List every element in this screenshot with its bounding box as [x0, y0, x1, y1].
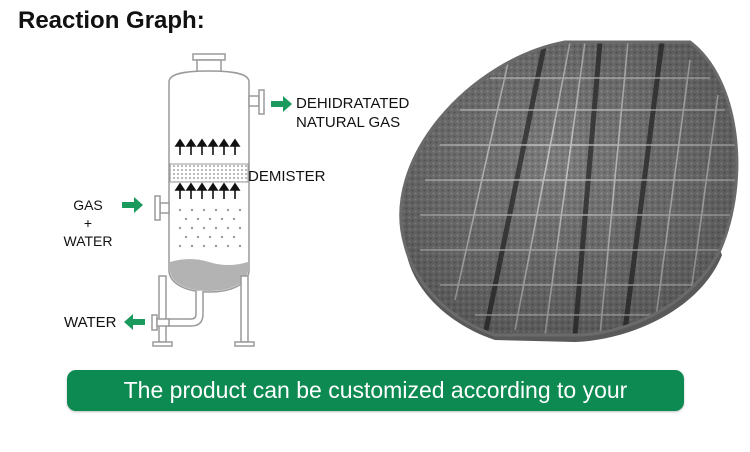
drain-label: WATER — [64, 314, 117, 331]
right-arrow-icon — [122, 197, 143, 213]
liquid-level — [170, 259, 248, 291]
up-arrow-icon — [174, 182, 241, 199]
inlet-label-line1: GAS — [73, 197, 103, 213]
page-title: Reaction Graph: — [18, 7, 205, 34]
outlet-label: DEHIDRATATED NATURAL GAS — [296, 94, 409, 132]
demister-pad-layer — [169, 163, 249, 183]
drain-pipe — [151, 291, 204, 331]
left-arrow-icon — [124, 314, 145, 330]
droplets — [178, 208, 242, 248]
vessel-legs — [152, 275, 255, 347]
demister-pad-image — [399, 40, 739, 342]
demister-label: DEMISTER — [248, 168, 326, 185]
inlet-label-line2: + — [83, 215, 93, 231]
diagram-canvas — [122, 40, 739, 347]
up-arrow-icon — [174, 138, 241, 155]
inlet-label-line3: WATER — [63, 233, 113, 249]
outlet-label-line1: DEHIDRATATED — [296, 95, 410, 112]
right-arrow-icon — [271, 96, 292, 112]
customization-banner: The product can be customized according … — [67, 370, 684, 444]
inlet-label: GAS + WATER — [52, 196, 124, 250]
outlet-label-line2: NATURAL GAS — [296, 114, 401, 131]
